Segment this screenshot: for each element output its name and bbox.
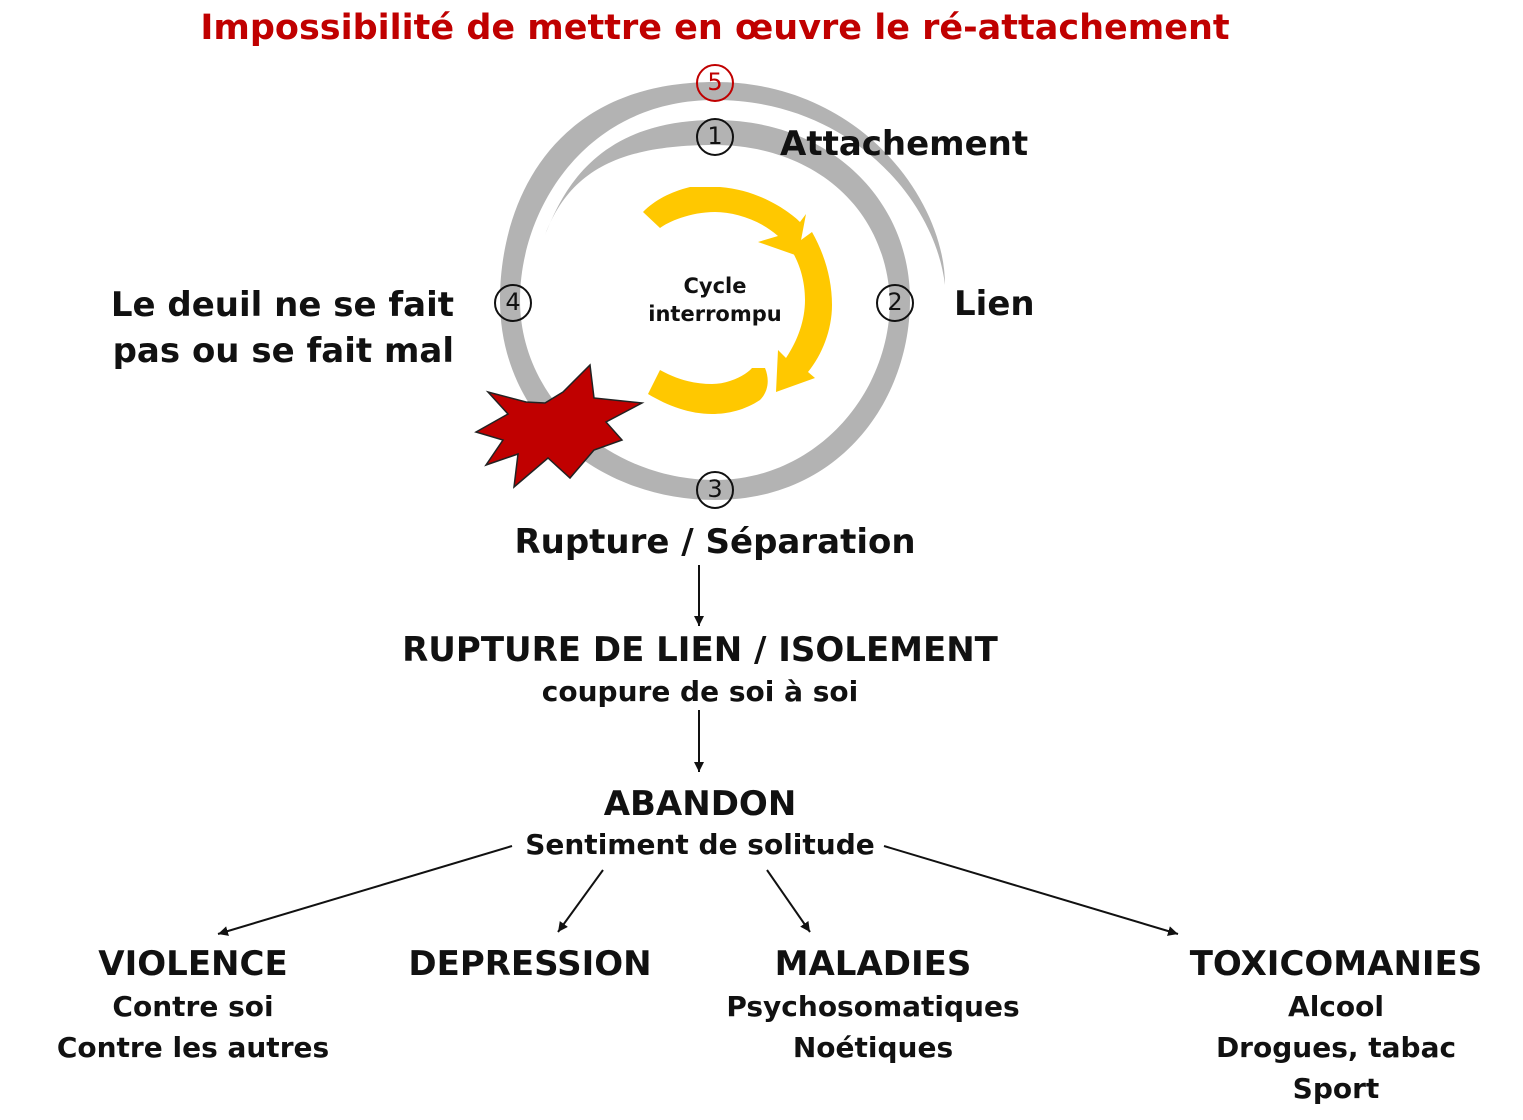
cycle-label-line2: interrompu bbox=[648, 302, 782, 326]
label-deuil-line2: pas ou se fait mal bbox=[112, 331, 454, 371]
step-1-number: 1 bbox=[707, 122, 723, 150]
step-1-circle bbox=[696, 118, 734, 156]
consequence-violence: VIOLENCE Contre soi Contre les autres bbox=[20, 944, 366, 1064]
depression-title: DEPRESSION bbox=[408, 944, 652, 984]
label-lien: Lien bbox=[954, 284, 1035, 324]
rupture-lien-title: RUPTURE DE LIEN / ISOLEMENT bbox=[402, 630, 998, 670]
cycle-arrow-bottom bbox=[648, 368, 768, 414]
label-attachement: Attachement bbox=[780, 124, 1029, 164]
violence-item: Contre les autres bbox=[56, 1031, 330, 1064]
maladies-title: MALADIES bbox=[774, 944, 972, 984]
step-5-number: 5 bbox=[707, 68, 723, 96]
diagram-title: Impossibilité de mettre en œuvre le ré-a… bbox=[200, 8, 1230, 48]
arrow-to-depression bbox=[557, 869, 604, 933]
label-rupture: Rupture / Séparation bbox=[514, 522, 916, 562]
toxicomanies-title: TOXICOMANIES bbox=[1189, 944, 1483, 984]
arrow-to-maladies bbox=[766, 869, 811, 933]
abandon-subtitle: Sentiment de solitude bbox=[525, 828, 875, 861]
arrow-to-violence bbox=[217, 845, 513, 936]
consequence-toxicomanies: TOXICOMANIES Alcool Drogues, tabac Sport bbox=[1175, 944, 1497, 1105]
step-5-circle bbox=[696, 64, 734, 102]
step-3-number: 3 bbox=[707, 475, 723, 503]
toxicomanies-item: Alcool bbox=[1288, 990, 1384, 1023]
step-2-number: 2 bbox=[887, 288, 903, 316]
abandon-title: ABANDON bbox=[603, 784, 797, 824]
cycle-label-line1: Cycle bbox=[683, 274, 747, 298]
rupture-lien-subtitle: coupure de soi à soi bbox=[541, 675, 859, 708]
violence-title: VIOLENCE bbox=[98, 944, 288, 984]
step-4-circle bbox=[494, 284, 532, 322]
consequence-maladies: MALADIES Psychosomatiques Noétiques bbox=[700, 944, 1046, 1064]
maladies-item: Psychosomatiques bbox=[726, 990, 1020, 1023]
toxicomanies-item: Sport bbox=[1292, 1072, 1380, 1105]
step-2-circle bbox=[876, 284, 914, 322]
burst-shape bbox=[474, 363, 645, 489]
step-4-number: 4 bbox=[505, 288, 521, 316]
arrow-to-toxicomanies bbox=[883, 845, 1179, 936]
violence-item: Contre soi bbox=[112, 990, 274, 1023]
consequence-depression: DEPRESSION bbox=[380, 944, 680, 984]
cycle-arrow-right bbox=[776, 232, 832, 392]
label-deuil-line1: Le deuil ne se fait bbox=[110, 285, 454, 325]
maladies-item: Noétiques bbox=[792, 1031, 954, 1064]
cycle-arrow-top bbox=[643, 187, 806, 256]
step-3-circle bbox=[696, 471, 734, 509]
toxicomanies-item: Drogues, tabac bbox=[1215, 1031, 1457, 1064]
